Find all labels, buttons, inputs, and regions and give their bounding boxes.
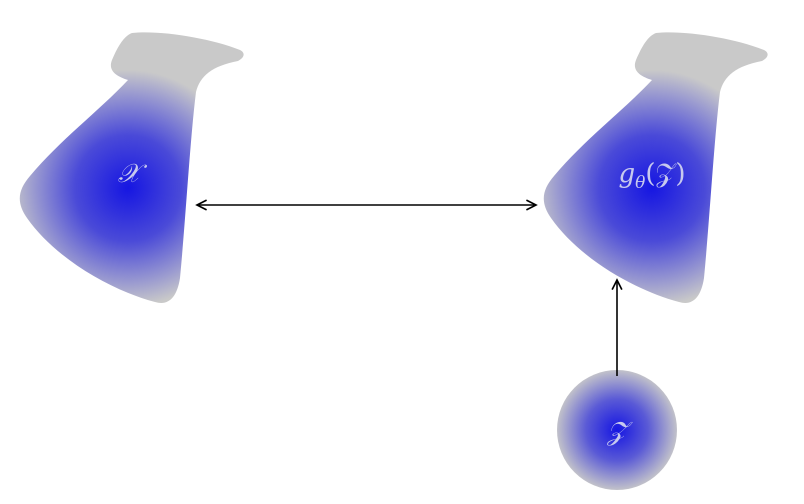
generated-space-label: gθ(𝒵) [619,159,686,193]
generated-space-blob [543,32,768,304]
generator-parameter: θ [635,173,645,193]
latent-space-circle [557,370,677,490]
generator-symbol: g [619,159,636,189]
generator-argument: (𝒵) [645,159,685,189]
data-space-node: 𝒳 [19,32,244,304]
data-space-blob [19,32,244,304]
generated-space-node: gθ(𝒵) [543,32,768,304]
latent-space-node: 𝒵 [557,370,677,490]
